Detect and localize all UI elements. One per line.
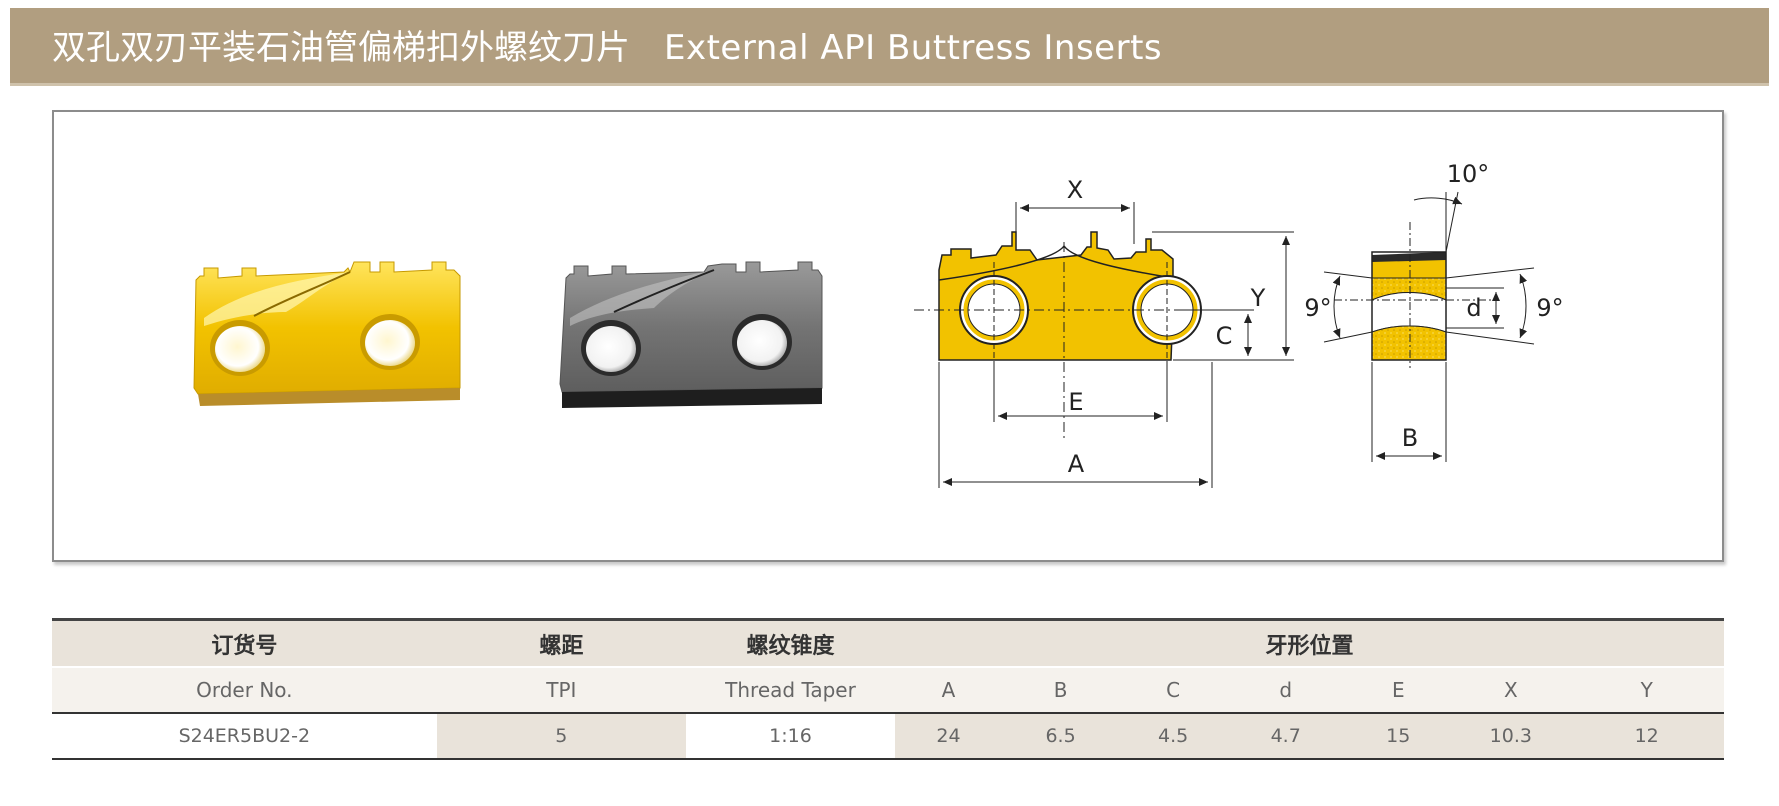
page-title: 双孔双刃平装石油管偏梯扣外螺纹刀片 External API Buttress I… <box>52 28 1162 68</box>
side-view-drawing: 10° 9° 9° d B <box>1304 160 1564 462</box>
header-taper-cn: 螺纹锥度 <box>686 618 895 667</box>
cell-taper: 1:16 <box>686 713 895 760</box>
dim-label-d: d <box>1466 294 1481 322</box>
dim-label-x: X <box>1067 176 1083 204</box>
gray-insert-image <box>559 261 823 408</box>
header-order-cn: 订货号 <box>52 618 437 667</box>
cell-c: 4.5 <box>1119 713 1228 760</box>
header-tpi-en: TPI <box>436 666 687 714</box>
drawing-panel: X Y C E A <box>52 110 1724 562</box>
header-band: 双孔双刃平装石油管偏梯扣外螺纹刀片 External API Buttress I… <box>10 8 1769 86</box>
cell-b: 6.5 <box>1002 713 1120 760</box>
header-profile-cn: 牙形位置 <box>895 618 1724 667</box>
dim-label-angle-left: 9° <box>1304 294 1331 322</box>
header-tpi-cn: 螺距 <box>436 618 687 667</box>
header-order-en: Order No. <box>52 666 437 714</box>
cell-y: 12 <box>1569 713 1724 760</box>
cell-tpi: 5 <box>436 713 687 760</box>
header-b: B <box>1002 666 1120 714</box>
cell-e: 15 <box>1344 713 1453 760</box>
front-view-drawing: X Y C E A <box>914 176 1294 488</box>
header-y: Y <box>1569 666 1724 714</box>
header-e: E <box>1344 666 1453 714</box>
spec-table: 订货号 螺距 螺纹锥度 牙形位置 Order No. TPI Thread Ta… <box>52 618 1724 760</box>
dim-label-angle-top: 10° <box>1447 160 1490 188</box>
title-en: External API Buttress Inserts <box>664 28 1163 68</box>
cell-d: 4.7 <box>1227 713 1345 760</box>
dim-label-y: Y <box>1250 284 1266 312</box>
dim-label-e: E <box>1068 388 1083 416</box>
dim-label-angle-right: 9° <box>1536 294 1563 322</box>
dim-label-c: C <box>1216 322 1233 350</box>
table-row: S24ER5BU2-2 5 1:16 24 6.5 4.5 4.7 15 10.… <box>52 713 1724 760</box>
header-row-en: Order No. TPI Thread Taper A B C d E X Y <box>52 666 1724 714</box>
cell-order: S24ER5BU2-2 <box>52 713 437 760</box>
header-d: d <box>1227 666 1345 714</box>
gold-insert-image <box>193 261 461 406</box>
header-a: A <box>895 666 1003 714</box>
title-cn: 双孔双刃平装石油管偏梯扣外螺纹刀片 <box>52 28 630 68</box>
header-x: X <box>1452 666 1570 714</box>
cell-a: 24 <box>895 713 1003 760</box>
dim-label-b: B <box>1402 424 1418 452</box>
insert-drawings: X Y C E A <box>193 160 1564 488</box>
header-row-cn: 订货号 螺距 螺纹锥度 牙形位置 <box>52 618 1724 667</box>
header-c: C <box>1119 666 1228 714</box>
header-taper-en: Thread Taper <box>686 666 895 714</box>
cell-x: 10.3 <box>1452 713 1570 760</box>
dim-label-a: A <box>1068 450 1085 478</box>
